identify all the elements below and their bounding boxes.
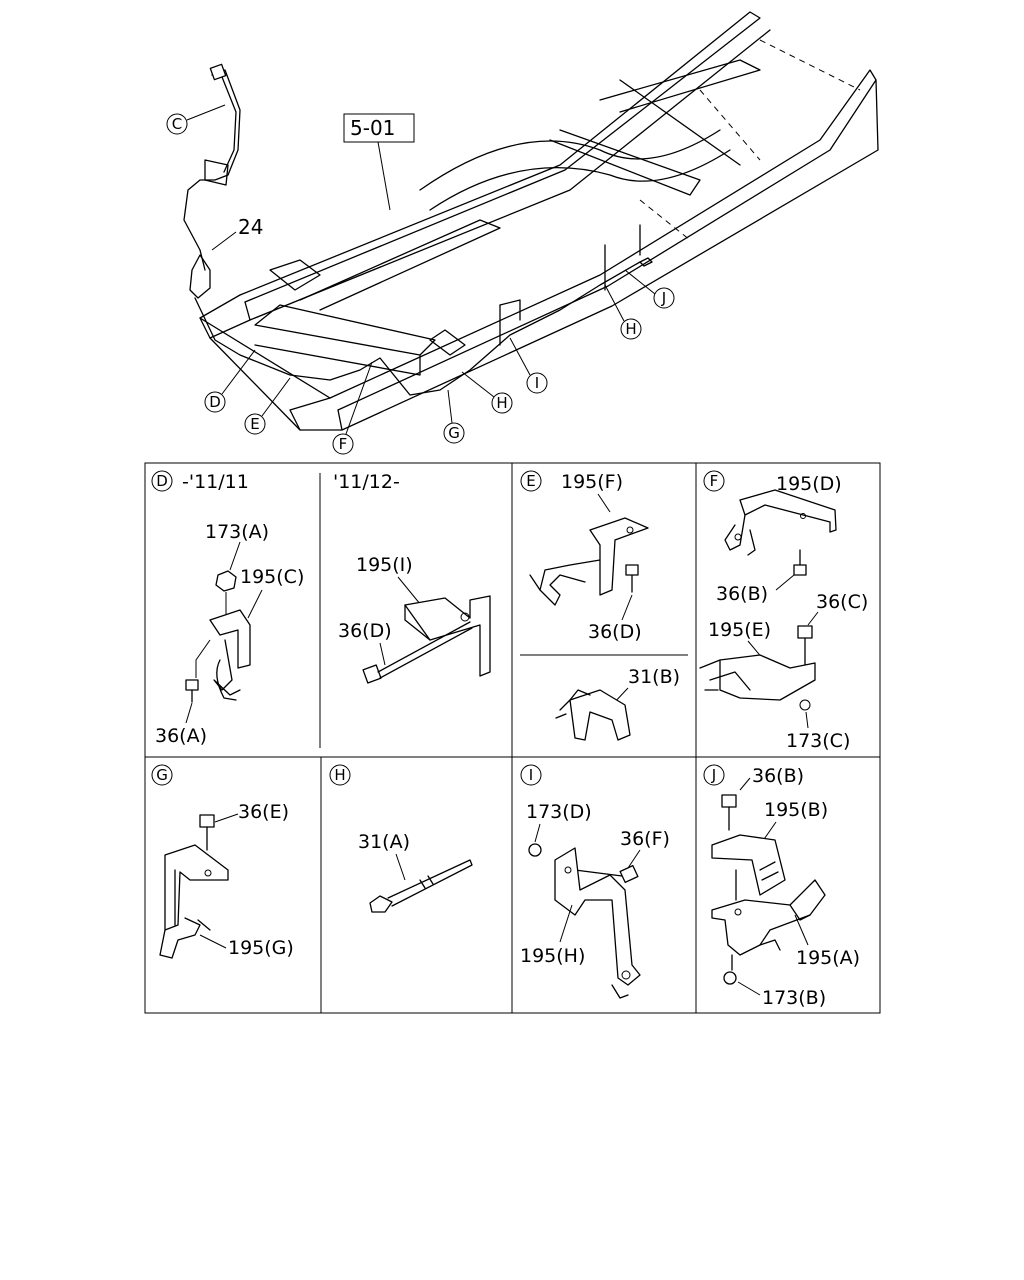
chassis-frame-drawing — [199, 11, 879, 431]
part-195g: 195(G) — [228, 937, 294, 959]
part-31a: 31(A) — [358, 831, 410, 853]
part-36a: 36(A) — [155, 725, 207, 747]
panel-d: D -'11/11 '11/12- 173(A) 195(C) 36(A) 19… — [151, 470, 491, 747]
part-36b-f: 36(B) — [716, 583, 768, 605]
part-173b: 173(B) — [762, 987, 826, 1009]
callout-i: I — [535, 374, 539, 392]
callout-j: J — [661, 289, 666, 307]
panel-h: H 31(A) — [329, 764, 473, 913]
part-36e: 36(E) — [238, 801, 289, 823]
panel-e: E 195(F) 36(D) 31(B) — [520, 470, 680, 741]
part-195e: 195(E) — [708, 619, 771, 641]
panel-e-letter: E — [526, 472, 535, 490]
panel-j-letter: J — [711, 766, 716, 784]
part-31b: 31(B) — [628, 666, 680, 688]
ref-box-label: 5-01 — [350, 116, 395, 140]
panel-i-letter: I — [529, 766, 533, 784]
panel-j: J 36(B) 195(B) 195(A) 173(B) — [703, 764, 860, 1009]
panel-g: G 36(E) 195(G) — [151, 764, 294, 959]
panel-h-letter: H — [334, 766, 345, 784]
part-label-24: 24 — [238, 215, 263, 239]
panel-d-left-header: -'11/11 — [182, 471, 249, 493]
main-callouts: C D E F G H I H J — [166, 104, 675, 455]
part-195d: 195(D) — [776, 473, 842, 495]
part-173a: 173(A) — [205, 521, 269, 543]
part-36c: 36(C) — [816, 591, 868, 613]
part-195f: 195(F) — [561, 471, 623, 493]
part-195b: 195(B) — [764, 799, 828, 821]
callout-c: C — [172, 115, 182, 133]
part-195h: 195(H) — [520, 945, 585, 967]
part-195i: 195(I) — [356, 554, 413, 576]
part-36f: 36(F) — [620, 828, 670, 850]
part-36d-right: 36(D) — [588, 621, 642, 643]
part-36d-left: 36(D) — [338, 620, 392, 642]
part-195a: 195(A) — [796, 947, 860, 969]
panel-f-letter: F — [710, 472, 719, 490]
part-173d: 173(D) — [526, 801, 592, 823]
part-36b-j: 36(B) — [752, 765, 804, 787]
callout-f: F — [339, 435, 348, 453]
panel-d-letter: D — [156, 472, 168, 490]
callout-h-lower: H — [496, 394, 507, 412]
callout-g: G — [448, 424, 460, 442]
ref-box[interactable] — [343, 113, 415, 143]
callout-d: D — [209, 393, 221, 411]
panel-i: I 173(D) 36(F) 195(H) — [520, 764, 670, 999]
panel-g-letter: G — [156, 766, 168, 784]
detail-grid — [144, 462, 881, 1014]
part-173c: 173(C) — [786, 730, 850, 752]
panel-f: F 195(D) 36(B) 36(C) 195(E) 173(C) — [699, 470, 868, 752]
callout-e: E — [250, 415, 259, 433]
panel-d-right-header: '11/12- — [333, 471, 400, 493]
part-195c: 195(C) — [240, 566, 304, 588]
callout-h-upper: H — [625, 320, 636, 338]
